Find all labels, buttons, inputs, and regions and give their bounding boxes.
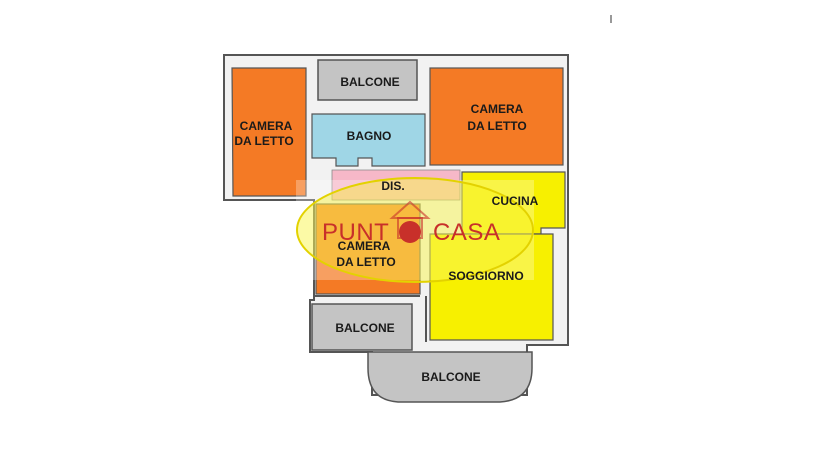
- bedroom-right: [429, 67, 564, 166]
- label-camera-left-1: CAMERA: [240, 119, 293, 133]
- label-camera-center-2: DA LETTO: [336, 255, 395, 269]
- label-camera-center-1: CAMERA: [338, 239, 391, 253]
- label-camera-left-2: DA LETTO: [234, 134, 293, 148]
- logo-o-circle: [399, 221, 421, 243]
- logo-word-1: PUNT: [322, 219, 389, 246]
- balcony-bottom: [367, 351, 533, 403]
- bathroom: [311, 113, 426, 167]
- label-bagno: BAGNO: [347, 129, 392, 143]
- label-balcone-top: BALCONE: [340, 75, 399, 89]
- living-room: [429, 233, 554, 341]
- label-camera-right-1: CAMERA: [471, 102, 524, 116]
- bedroom-left: [231, 67, 307, 197]
- label-cucina: CUCINA: [492, 194, 539, 208]
- label-camera-right-2: DA LETTO: [467, 119, 526, 133]
- balcony-left: [311, 303, 413, 351]
- label-soggiorno: SOGGIORNO: [448, 269, 523, 283]
- balcony-top: [317, 59, 418, 101]
- label-dis: DIS.: [381, 179, 404, 193]
- label-balcone-left: BALCONE: [335, 321, 394, 335]
- logo-word-2: CASA: [433, 219, 500, 246]
- label-balcone-bottom: BALCONE: [421, 370, 480, 384]
